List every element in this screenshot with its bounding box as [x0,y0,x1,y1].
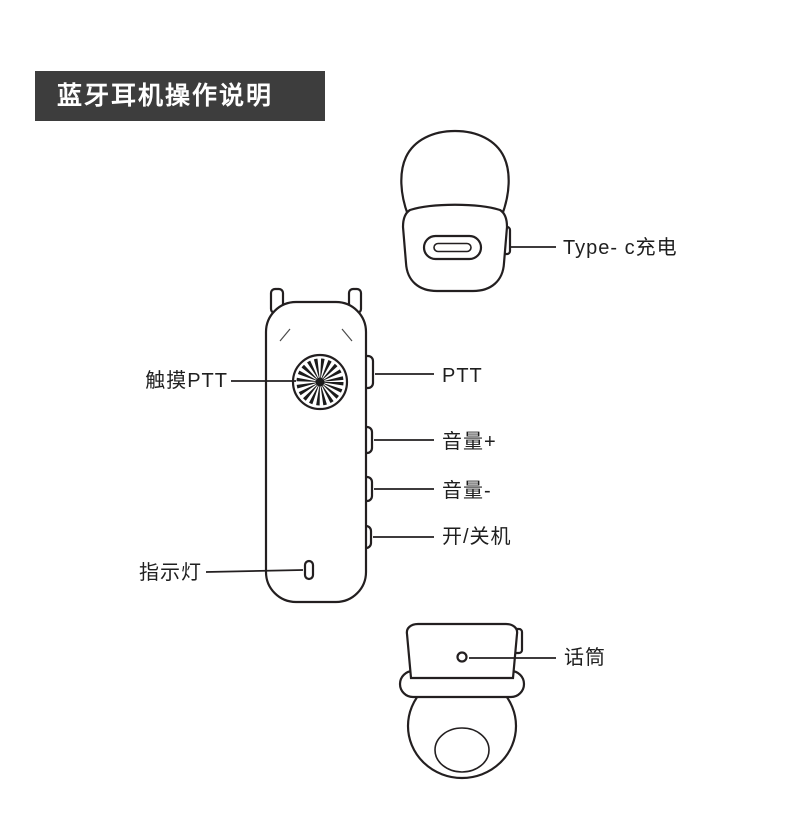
touch-pad-center [315,377,325,387]
label-touch-ptt: 触摸PTT [145,370,228,392]
leader-line-indicator [205,569,304,573]
page-title: 蓝牙耳机操作说明 [35,71,325,121]
earbud-top-view [400,129,512,293]
earbud-bottom-view [398,622,526,780]
label-mic: 话筒 [564,647,606,669]
label-indicator: 指示灯 [139,562,202,584]
label-volume-down: 音量- [442,480,492,502]
touch-pad [291,353,349,411]
label-volume-up: 音量+ [442,431,497,453]
typec-port-inner [433,242,472,253]
body-outline [264,300,368,604]
ear-tip-opening [434,727,490,773]
label-ptt: PTT [442,365,483,387]
indicator-light [303,559,315,581]
leader-lines [205,246,556,659]
headset-body-side-view [264,287,375,604]
typec-port [422,234,483,261]
faceplate-seam-left [279,328,291,342]
label-power: 开/关机 [442,526,512,548]
faceplate-seam-right [341,328,353,342]
label-typec-charging: Type- c充电 [563,237,678,259]
touch-pad-texture [296,358,344,406]
mic-hole [456,651,468,663]
earbud-body-bottom [405,622,519,680]
ear-tip-dome [400,129,510,217]
